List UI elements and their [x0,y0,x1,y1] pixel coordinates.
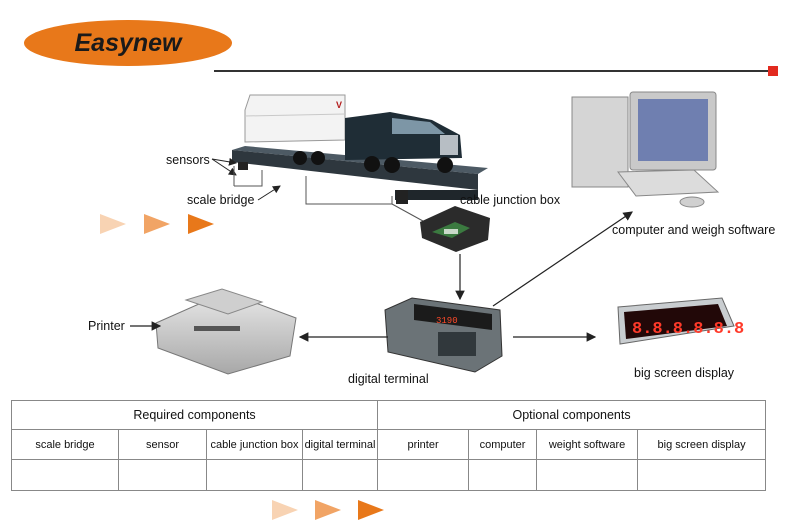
col-sensor: sensor [118,429,207,460]
col-printer: printer [377,429,470,460]
decorative-arrow-icon [272,500,298,520]
table-cell [206,459,303,491]
brand-logo-text: Easynew [74,29,182,57]
table-cell [11,459,119,491]
col-cable-junction-box: cable junction box [206,429,303,460]
label-computer: computer and weigh software [612,223,776,237]
table-cell [637,459,767,491]
table-cell [536,459,639,491]
table-cell [118,459,207,491]
label-sensors: sensors [166,153,210,167]
brand-logo-oval [24,20,232,66]
printer-illustration [155,288,297,375]
group-required: Required components [10,400,379,430]
svg-text:8.8.8.8.8.8: 8.8.8.8.8.8 [632,320,744,339]
svg-text:V: V [336,100,342,110]
digital-terminal-illustration: 3190 [384,297,503,373]
label-cable-junction-box: cable junction box [460,193,561,207]
components-table: Required components Optional components … [10,400,767,491]
svg-text:3190: 3190 [436,316,458,326]
group-optional: Optional components [377,400,767,430]
col-computer: computer [468,429,538,460]
table-cell [301,459,379,491]
decorative-arrow-icon [188,214,214,234]
table-cell [468,459,538,491]
col-scale-bridge: scale bridge [11,429,119,460]
junction-box-illustration [420,206,490,252]
decorative-arrow-icon [144,214,170,234]
big-screen-illustration: 8.8.8.8.8.8 [617,297,744,345]
col-big-screen-display: big screen display [637,429,767,460]
computer-illustration [571,91,720,208]
col-digital-terminal: digital terminal [301,429,379,460]
truck-scale-illustration: V [232,94,488,204]
label-big-screen: big screen display [634,366,735,380]
decorative-arrow-icon [358,500,384,520]
header-accent-square [768,66,778,76]
header-rule [214,70,772,72]
table-cell [377,459,470,491]
label-printer: Printer [88,319,125,333]
system-diagram: V 3190 [130,91,744,375]
label-scale-bridge: scale bridge [187,193,255,207]
col-weight-software: weight software [536,429,639,460]
label-digital-terminal: digital terminal [348,372,429,386]
decorative-arrow-icon [100,214,126,234]
decorative-arrow-icon [315,500,341,520]
